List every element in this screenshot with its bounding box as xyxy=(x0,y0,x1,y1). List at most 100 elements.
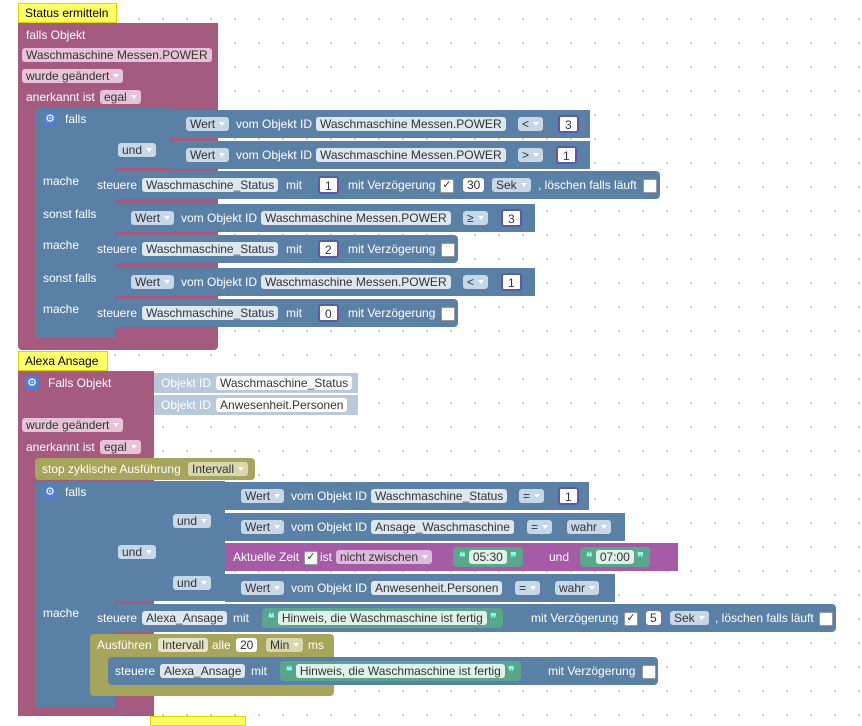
compare-block[interactable]: Wert vom Objekt ID Ansage_Waschmaschine … xyxy=(225,513,625,541)
property-dropdown[interactable]: Wert xyxy=(241,520,285,534)
operator-dropdown[interactable]: = xyxy=(527,520,553,534)
if-block[interactable]: ⚙ falls mache sonst falls mache sonst fa… xyxy=(35,108,115,338)
target-object[interactable]: Waschmaschine_Status xyxy=(142,178,279,192)
operator-dropdown[interactable]: = xyxy=(515,581,541,595)
then-label: mache xyxy=(43,606,80,620)
current-time-label: Aktuelle Zeit xyxy=(233,550,300,564)
interval-value[interactable]: 20 xyxy=(236,638,258,652)
delay-unit-dropdown[interactable]: Sek xyxy=(492,178,531,192)
set-value[interactable]: 1 xyxy=(318,176,339,194)
interval-unit-dropdown[interactable]: Min xyxy=(266,638,304,652)
ack-dropdown[interactable]: egal xyxy=(100,90,141,104)
and-dropdown[interactable]: und xyxy=(118,545,157,559)
number-value[interactable]: 1 xyxy=(558,487,579,505)
set-state-block[interactable]: steuere Alexa_Ansage mit ❝ Hinweis, die … xyxy=(90,604,836,632)
time-compare-block[interactable]: Aktuelle Zeit ✓ ist nicht zwischen ❝ 05:… xyxy=(225,543,678,571)
property-dropdown[interactable]: Wert xyxy=(186,117,230,131)
set-value[interactable]: 0 xyxy=(318,304,339,322)
operator-dropdown[interactable]: < xyxy=(518,117,544,131)
delay-value[interactable]: 30 xyxy=(463,178,485,192)
trigger-type-dropdown[interactable]: wurde geändert xyxy=(22,69,124,83)
object-id-input-2[interactable]: Objekt ID Anwesenheit.Personen xyxy=(154,395,358,415)
set-state-block[interactable]: steuere Alexa_Ansage mit ❝ Hinweis, die … xyxy=(108,657,658,685)
number-value[interactable]: 3 xyxy=(501,209,522,227)
target-object[interactable]: Waschmaschine_Status xyxy=(142,242,279,256)
operator-dropdown[interactable]: ≥ xyxy=(463,211,488,225)
compare-block[interactable]: Wert vom Objekt ID Waschmaschine Messen.… xyxy=(170,110,590,138)
and-block[interactable]: und xyxy=(115,481,170,601)
operator-dropdown[interactable]: > xyxy=(518,148,544,162)
interval-name[interactable]: Intervall xyxy=(158,638,209,652)
property-dropdown[interactable]: Wert xyxy=(131,211,175,225)
operator-dropdown[interactable]: < xyxy=(463,275,489,289)
delay-checkbox[interactable]: ✓ xyxy=(440,179,454,193)
gear-icon[interactable]: ⚙ xyxy=(43,112,57,126)
compare-block[interactable]: Wert vom Objekt ID Waschmaschine Messen.… xyxy=(170,141,590,169)
compare-block[interactable]: Wert vom Objekt ID Waschmaschine_Status … xyxy=(225,482,589,510)
and-block[interactable]: und xyxy=(115,108,170,168)
object-id-field[interactable]: Waschmaschine_Status xyxy=(371,489,508,503)
time-to[interactable]: ❝ 07:00 ❞ xyxy=(580,547,650,567)
set-value[interactable]: 2 xyxy=(318,240,339,258)
number-value[interactable]: 1 xyxy=(556,146,577,164)
target-object[interactable]: Waschmaschine_Status xyxy=(142,306,279,320)
and-block[interactable]: und und xyxy=(170,481,225,601)
delay-checkbox[interactable] xyxy=(441,307,455,321)
property-dropdown[interactable]: Wert xyxy=(186,148,230,162)
compare-block[interactable]: Wert vom Objekt ID Waschmaschine Messen.… xyxy=(115,204,535,232)
time-checkbox[interactable]: ✓ xyxy=(304,551,318,565)
trigger-type-dropdown[interactable]: wurde geändert xyxy=(22,418,124,432)
comment-status-ermitteln[interactable]: Status ermitteln xyxy=(18,3,117,23)
delay-checkbox[interactable] xyxy=(441,243,455,257)
compare-block[interactable]: Wert vom Objekt ID Anwesenheit.Personen … xyxy=(225,574,615,602)
operator-dropdown[interactable]: = xyxy=(519,489,545,503)
target-object[interactable]: Alexa_Ansage xyxy=(142,611,228,625)
trigger-object-id[interactable]: Waschmaschine Messen.POWER xyxy=(22,48,212,62)
object-id-field[interactable]: Waschmaschine Messen.POWER xyxy=(261,211,451,225)
delay-checkbox[interactable]: ✓ xyxy=(624,612,638,626)
and-dropdown[interactable]: und xyxy=(173,576,212,590)
stop-interval-block[interactable]: stop zyklische Ausführung Intervall xyxy=(35,458,255,480)
steuere-label: steuere xyxy=(97,242,138,256)
object-id-field[interactable]: Ansage_Waschmaschine xyxy=(371,520,514,534)
property-dropdown[interactable]: Wert xyxy=(241,489,285,503)
delay-checkbox[interactable] xyxy=(642,665,656,679)
property-dropdown[interactable]: Wert xyxy=(131,275,175,289)
object-id-field[interactable]: Anwesenheit.Personen xyxy=(371,581,503,595)
set-state-block[interactable]: steuere Waschmaschine_Status mit 0 mit V… xyxy=(90,299,458,327)
boolean-dropdown[interactable]: wahr xyxy=(555,581,600,595)
object-id-value[interactable]: Anwesenheit.Personen xyxy=(216,398,348,412)
compare-block[interactable]: Wert vom Objekt ID Waschmaschine Messen.… xyxy=(115,268,535,296)
interval-dropdown[interactable]: Intervall xyxy=(188,462,249,476)
clear-checkbox[interactable] xyxy=(643,179,657,193)
message-string[interactable]: ❝ Hinweis, die Waschmaschine ist fertig … xyxy=(262,608,503,628)
message-value[interactable]: Hinweis, die Waschmaschine ist fertig xyxy=(277,611,487,625)
object-id-value[interactable]: Waschmaschine_Status xyxy=(216,376,353,390)
gear-icon[interactable]: ⚙ xyxy=(43,485,57,499)
number-value[interactable]: 3 xyxy=(558,115,579,133)
message-string[interactable]: ❝ Hinweis, die Waschmaschine ist fertig … xyxy=(280,661,521,681)
and-dropdown[interactable]: und xyxy=(118,143,157,157)
set-state-block[interactable]: steuere Waschmaschine_Status mit 1 mit V… xyxy=(90,171,660,199)
boolean-dropdown[interactable]: wahr xyxy=(567,520,612,534)
time-from-value[interactable]: 05:30 xyxy=(468,550,507,564)
object-id-field[interactable]: Waschmaschine Messen.POWER xyxy=(261,275,451,289)
delay-value[interactable]: 5 xyxy=(646,611,661,625)
property-dropdown[interactable]: Wert xyxy=(241,581,285,595)
message-value[interactable]: Hinweis, die Waschmaschine ist fertig xyxy=(295,664,505,678)
ack-dropdown[interactable]: egal xyxy=(100,440,141,454)
time-to-value[interactable]: 07:00 xyxy=(595,550,634,564)
and-dropdown[interactable]: und xyxy=(173,514,212,528)
object-id-field[interactable]: Waschmaschine Messen.POWER xyxy=(316,117,506,131)
object-id-field[interactable]: Waschmaschine Messen.POWER xyxy=(316,148,506,162)
gear-icon[interactable]: ⚙ xyxy=(25,376,39,390)
time-from[interactable]: ❝ 05:30 ❞ xyxy=(453,547,523,567)
target-object[interactable]: Alexa_Ansage xyxy=(160,664,246,678)
object-id-input-1[interactable]: Objekt ID Waschmaschine_Status xyxy=(154,373,358,393)
clear-checkbox[interactable] xyxy=(819,612,833,626)
delay-unit-dropdown[interactable]: Sek xyxy=(670,611,709,625)
time-mode-dropdown[interactable]: nicht zwischen xyxy=(336,550,433,564)
set-state-block[interactable]: steuere Waschmaschine_Status mit 2 mit V… xyxy=(90,235,458,263)
number-value[interactable]: 1 xyxy=(501,273,522,291)
comment-alexa-ansage[interactable]: Alexa Ansage xyxy=(18,351,108,371)
